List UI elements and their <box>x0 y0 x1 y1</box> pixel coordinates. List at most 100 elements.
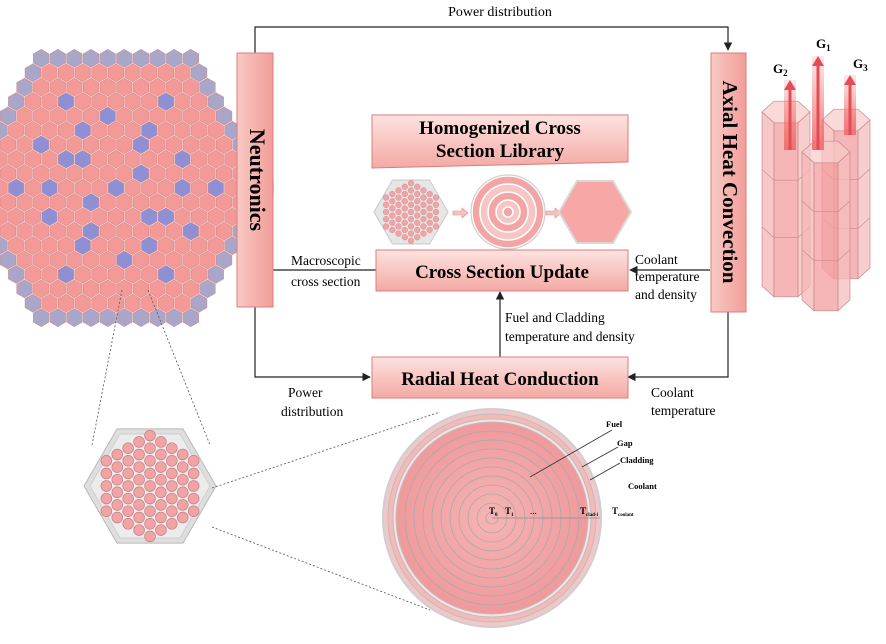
core-assembly-hex <box>49 221 66 241</box>
assembly-pin <box>155 448 167 461</box>
core-assembly-hex <box>74 149 91 169</box>
core-assembly-hex <box>58 149 75 169</box>
radial-heat-conduction-label: Radial Heat Conduction <box>401 369 599 390</box>
core-assembly-hex <box>157 265 174 284</box>
lattice-pin <box>432 201 440 208</box>
core-assembly-hex <box>8 207 25 227</box>
core-assembly-hex <box>33 279 50 299</box>
core-assembly-hex <box>66 135 83 155</box>
lattice-pin <box>426 190 433 198</box>
core-assembly-hex <box>0 193 17 212</box>
core-assembly-hex <box>116 106 133 126</box>
lattice-pin <box>395 223 402 230</box>
core-assembly-hex <box>8 178 25 198</box>
core-assembly-hex <box>24 178 41 198</box>
power-distribution-arrow-bottom <box>254 307 371 382</box>
lattice-pin <box>395 194 402 201</box>
core-assembly-hex <box>91 63 108 83</box>
assembly-pin <box>122 442 134 454</box>
channel-level-line <box>801 200 851 212</box>
core-assembly-hex <box>116 193 133 212</box>
core-assembly-hex <box>132 193 150 212</box>
lattice-pin <box>414 212 421 219</box>
core-assembly-hex <box>174 265 191 284</box>
core-assembly-hex <box>33 106 50 126</box>
core-assembly-hex <box>66 279 83 299</box>
core-assembly-hex <box>149 164 166 183</box>
core-assembly-hex <box>49 279 66 299</box>
core-assembly-hex <box>16 221 33 241</box>
core-assembly-hex <box>199 279 216 299</box>
core-assembly-hex <box>149 221 166 241</box>
core-assembly-hex <box>132 49 150 68</box>
assembly-pin <box>133 486 145 499</box>
axial-heat-convection-box: Axial Heat Convection <box>710 52 747 313</box>
core-assembly-hex <box>132 164 150 183</box>
assembly-pin <box>144 455 156 467</box>
lattice-pin <box>395 216 402 223</box>
core-assembly-hex <box>215 193 233 212</box>
core-assembly-hex <box>99 308 116 327</box>
channel-level-line <box>801 249 851 261</box>
core-assembly-hex <box>66 164 83 183</box>
neutronics-box: Neutronics <box>236 52 274 308</box>
core-assembly-hex <box>74 265 91 284</box>
core-assembly-hex <box>182 49 199 68</box>
lattice-pin <box>426 219 433 226</box>
assembly-pin <box>111 448 124 461</box>
core-assembly-hex <box>191 63 208 83</box>
core-assembly-hex <box>99 77 116 97</box>
fuel-assembly <box>83 428 217 544</box>
core-assembly-hex <box>124 178 141 198</box>
core-assembly-hex <box>141 293 158 313</box>
assembly-pin <box>111 473 124 486</box>
core-assembly-hex <box>16 193 33 212</box>
assembly-pin <box>144 530 156 543</box>
core-assembly-hex <box>24 149 41 169</box>
assembly-pin <box>144 505 156 517</box>
channel-face <box>801 151 815 312</box>
core-assembly-hex <box>132 250 150 270</box>
assembly-pin <box>133 499 145 511</box>
assembly-pin <box>166 455 178 467</box>
lattice-pin <box>420 230 427 237</box>
core-assembly-hex <box>149 279 166 299</box>
lattice-pin <box>414 219 421 226</box>
assembly-pin <box>122 455 134 467</box>
core-assembly-hex <box>58 92 75 111</box>
assembly-pin <box>144 442 156 454</box>
core-assembly-hex <box>0 164 17 183</box>
lattice-pin <box>401 234 408 241</box>
coolant-label: Coolant <box>635 252 678 267</box>
assembly-pin <box>111 511 124 524</box>
core-assembly-hex <box>91 236 108 255</box>
core-assembly-hex <box>0 221 17 241</box>
lattice-pin <box>407 237 415 244</box>
t1-label: T1 <box>505 506 514 518</box>
lattice-pin <box>389 190 396 198</box>
core-assembly-hex <box>58 265 75 284</box>
lattice-pin <box>426 198 433 205</box>
t0-label-symbol: T <box>489 506 495 516</box>
lattice-pin <box>414 234 421 241</box>
core-assembly-hex <box>0 106 17 126</box>
core-assembly-hex <box>149 308 166 327</box>
temperature-density-label: temperature and density <box>505 329 635 344</box>
core-assembly-hex <box>191 149 208 169</box>
lattice-pin <box>407 201 415 208</box>
core-assembly-hex <box>8 92 25 111</box>
cladding-label: Cladding <box>620 455 654 465</box>
core-assembly-hex <box>174 236 191 255</box>
core-assembly-hex <box>82 77 100 97</box>
core-assembly-hex <box>82 279 100 299</box>
core-assembly-hex <box>116 250 133 270</box>
lattice-pin <box>432 223 440 230</box>
core-assembly-hex <box>49 106 66 126</box>
core-assembly-hex <box>66 106 83 126</box>
core-assembly-hex <box>116 308 133 327</box>
core-assembly-hex <box>166 279 183 299</box>
core-assembly-hex <box>207 265 224 284</box>
core-assembly-hex <box>182 308 199 327</box>
